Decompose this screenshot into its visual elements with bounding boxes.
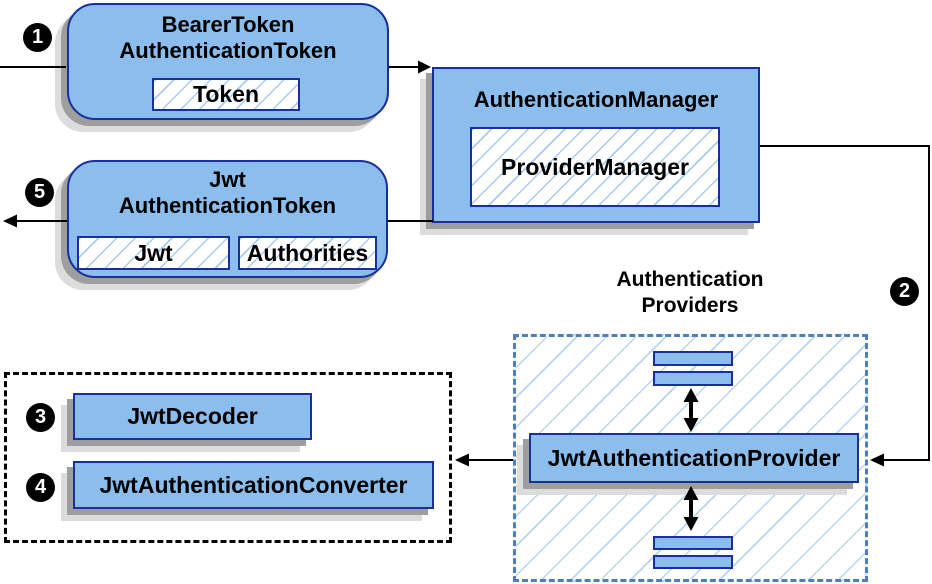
authentication-manager-title: AuthenticationManager — [473, 87, 719, 112]
authorities-field-label: Authorities — [246, 239, 369, 266]
jwt-authentication-converter-label: JwtAuthenticationConverter — [99, 471, 408, 498]
authentication-providers-group-title: Authentication Providers — [570, 267, 810, 319]
token-field-label: Token — [192, 81, 260, 107]
manager-to-provider-arrowhead-icon — [870, 453, 884, 467]
bearer-token-title-line2: AuthenticationToken — [119, 38, 337, 63]
jwt-token-outgoing-arrowhead-icon — [3, 214, 17, 228]
jwt-token-title-line1: Jwt — [209, 167, 246, 192]
provider-manager-field-label: ProviderManager — [501, 153, 689, 180]
authentication-manager-node: AuthenticationManager ProviderManager — [432, 67, 760, 223]
provider-stub-bar — [653, 555, 733, 569]
step-5-badge: 5 — [25, 178, 54, 207]
step-3-number: 3 — [34, 406, 47, 428]
jwt-field: Jwt — [77, 236, 230, 270]
step-3-badge: 3 — [26, 403, 55, 432]
provider-stub-bar — [653, 536, 733, 550]
jwt-field-label: Jwt — [134, 239, 173, 266]
step-4-badge: 4 — [26, 473, 55, 502]
jwt-authentication-converter-node: JwtAuthenticationConverter — [73, 461, 434, 509]
decoder-converter-group: JwtDecoder JwtAuthenticationConverter — [4, 372, 452, 543]
jwt-authentication-provider-label: JwtAuthenticationProvider — [547, 444, 841, 471]
provider-to-decoder-arrowhead-icon — [455, 453, 469, 467]
step-2-badge: 2 — [890, 277, 919, 306]
authorities-field: Authorities — [238, 236, 377, 270]
provider-stub-bar — [653, 351, 733, 366]
bearer-token-node-title: BearerToken AuthenticationToken — [69, 12, 387, 64]
provider-stub-bar — [653, 371, 733, 386]
jwt-decoder-node: JwtDecoder — [73, 393, 312, 440]
provider-manager-field: ProviderManager — [470, 127, 720, 207]
providers-title-line2: Providers — [641, 294, 739, 317]
step-1-number: 1 — [31, 26, 44, 48]
step-1-badge: 1 — [23, 23, 52, 52]
bearer-to-manager-arrowhead-icon — [418, 60, 431, 74]
jwt-token-node-title: Jwt AuthenticationToken — [69, 167, 386, 219]
providers-title-line1: Authentication — [616, 268, 764, 291]
bearer-token-title-line1: BearerToken — [161, 12, 295, 37]
jwt-authentication-token-node: Jwt AuthenticationToken Jwt Authorities — [67, 160, 388, 278]
step-5-number: 5 — [33, 181, 46, 203]
jwt-authentication-provider-node: JwtAuthenticationProvider — [529, 433, 859, 483]
jwt-token-title-line2: AuthenticationToken — [118, 193, 337, 218]
bearer-token-authentication-token-node: BearerToken AuthenticationToken Token — [67, 3, 389, 120]
authentication-providers-container: JwtAuthenticationProvider — [513, 334, 868, 582]
step-4-number: 4 — [34, 476, 47, 498]
step-2-number: 2 — [898, 280, 911, 302]
jwt-decoder-label: JwtDecoder — [127, 403, 258, 429]
token-field: Token — [152, 78, 300, 111]
